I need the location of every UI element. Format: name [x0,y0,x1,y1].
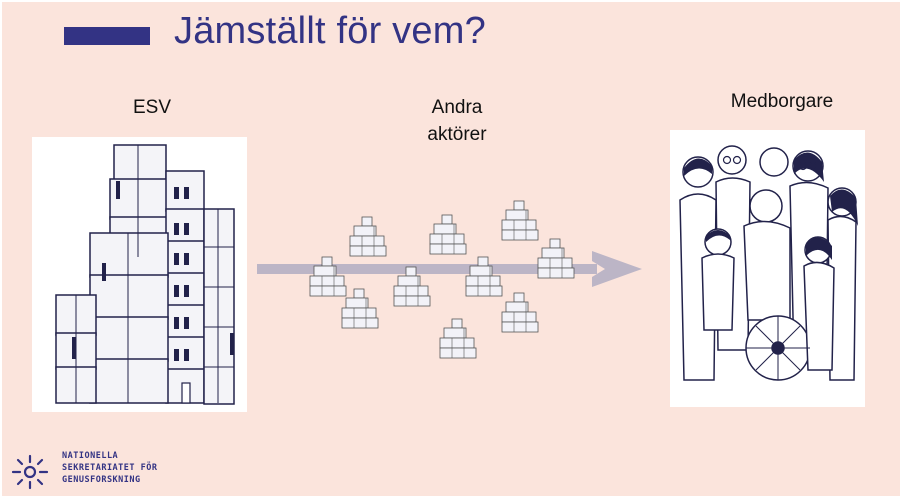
mini-building-icon [537,238,575,279]
building-illustration [32,137,247,412]
label-medborgare: Medborgare [730,91,834,112]
slide-title: Jämställt för vem? [174,10,486,52]
label-esv: ESV [132,97,172,118]
label-andra-line2: aktörer [427,124,487,145]
citizens-illustration [670,130,865,407]
other-actors-cluster [309,200,575,359]
label-andra-aktorer: Andra aktörer [402,94,512,148]
people-group-icon [679,145,858,381]
logo-text: NATIONELLA SEKRETARIATET FÖR GENUSFORSKN… [62,450,158,486]
title-accent-bar [64,27,150,45]
mini-building-icon [501,292,539,333]
mini-building-icon [393,266,431,307]
mini-building-icon [501,200,539,241]
mini-building-icon [429,214,467,255]
logo-line2: SEKRETARIATET FÖR [62,463,158,473]
mini-building-icon [309,256,347,297]
logo-line3: GENUSFORSKNING [62,475,141,485]
mini-building-icon [341,288,379,329]
logo-line1: NATIONELLA [62,451,119,461]
label-andra-line1: Andra [431,97,483,118]
mini-building-icon [349,216,387,257]
logo-sun-icon [11,454,49,490]
building-icon [55,144,235,405]
arrow-icon [257,251,642,287]
mini-building-icon [465,256,503,297]
mini-building-icon [439,318,477,359]
logo-nationella-sekretariatet: NATIONELLA SEKRETARIATET FÖR GENUSFORSKN… [10,450,180,492]
